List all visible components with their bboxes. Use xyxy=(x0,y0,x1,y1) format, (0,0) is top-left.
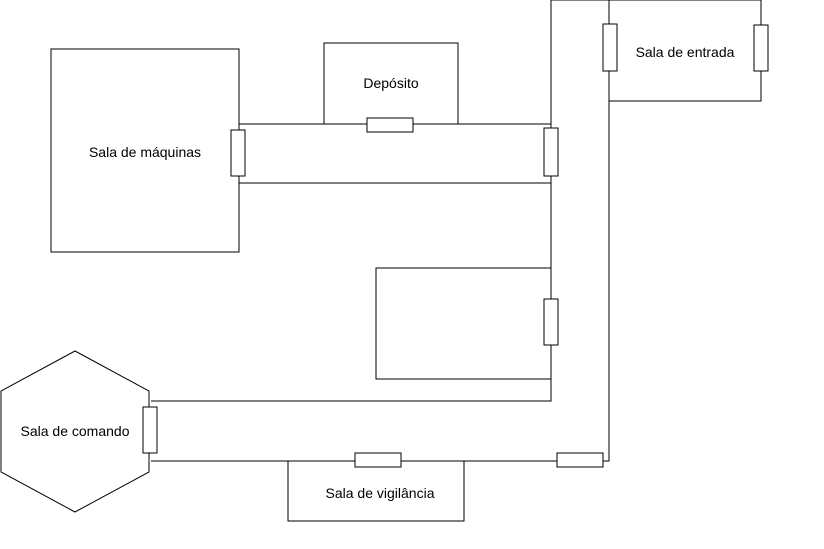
door-unlabeled-room xyxy=(543,298,559,346)
command-room xyxy=(0,350,150,513)
door-surveillance xyxy=(354,452,402,468)
upper-corridor xyxy=(238,123,552,184)
entrance-label: Sala de entrada xyxy=(636,44,735,60)
door-entrance-right xyxy=(753,24,769,72)
surveillance-label: Sala de vigilância xyxy=(326,485,435,501)
storage-label: Depósito xyxy=(363,75,418,91)
door-lower-corridor xyxy=(556,452,604,468)
machine-room-label: Sala de máquinas xyxy=(89,144,201,160)
vertical-corridor-left-wall xyxy=(151,183,552,402)
unlabeled-room xyxy=(375,267,552,380)
vertical-corridor-upper xyxy=(550,0,610,183)
door-storage xyxy=(366,117,414,133)
entrance-room xyxy=(608,0,762,102)
door-corridor-upper-right xyxy=(543,127,559,177)
surveillance-room xyxy=(287,460,465,522)
storage-room xyxy=(323,42,459,125)
door-machine-room xyxy=(230,129,246,177)
door-entrance-left xyxy=(602,23,618,72)
command-room-label: Sala de comando xyxy=(21,423,130,439)
door-command-room xyxy=(142,406,158,454)
machine-room xyxy=(50,48,240,253)
